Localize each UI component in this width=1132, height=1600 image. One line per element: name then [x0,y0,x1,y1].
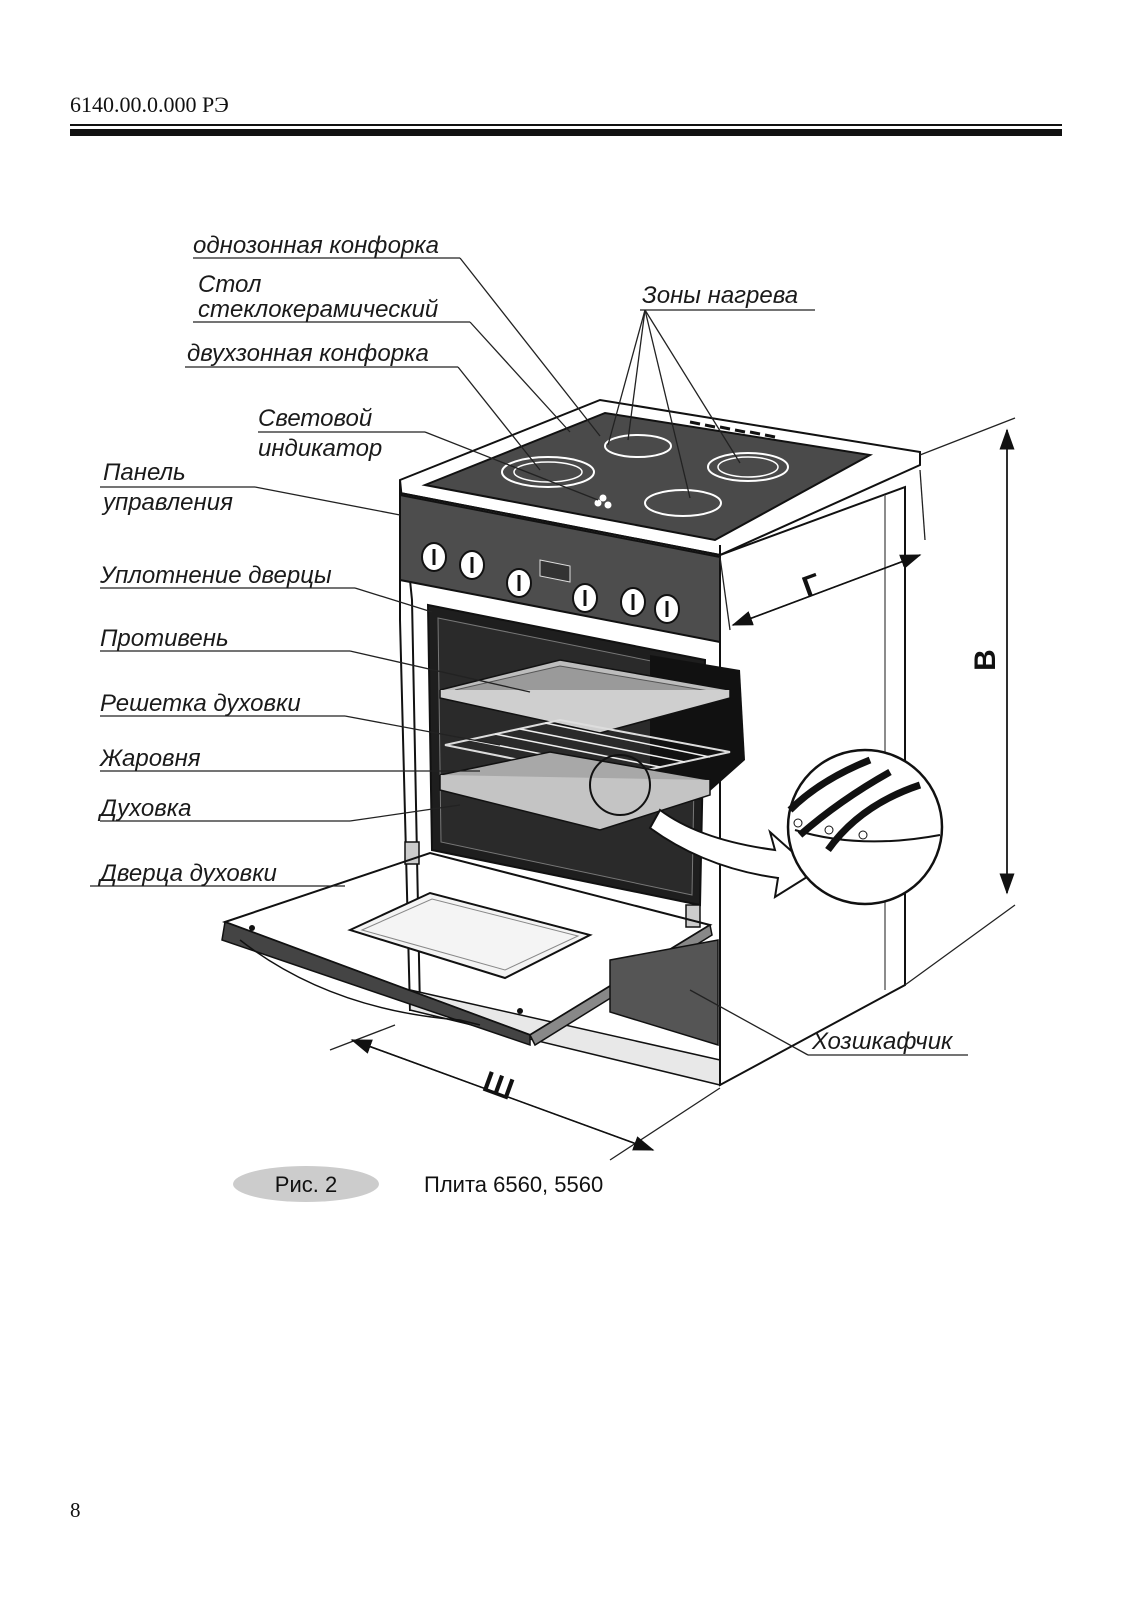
label-control-panel-2: управления [101,489,233,516]
label-glass-table-1: Стол [198,271,262,298]
stove-body [221,398,921,1087]
label-light-indicator-2: индикатор [258,435,382,462]
figure-title: Плита 6560, 5560 [424,1172,603,1197]
roasting-pan [439,751,711,831]
document-code: 6140.00.0.000 РЭ [70,92,229,117]
dimension-width-label: Ш [478,1065,518,1106]
page-number: 8 [70,1498,81,1522]
label-oven-rack: Решетка духовки [100,690,301,717]
header-rule-thin [70,124,1062,126]
vent-slots [689,420,776,439]
leader-lines [90,257,1016,1161]
label-single-zone-burner: однозонная конфорка [193,232,439,259]
figure-number-badge [233,1166,379,1202]
detail-magnifier [589,748,944,906]
label-door-seal: Уплотнение дверцы [99,562,332,589]
label-roasting-pan: Жаровня [99,745,201,772]
label-storage-drawer: Хозшкафчик [811,1028,954,1055]
burners [501,434,789,517]
header-rule-thick [70,129,1062,136]
label-light-indicator-1: Световой [258,405,372,432]
figure-number: Рис. 2 [275,1172,337,1197]
baking-tray [439,659,731,734]
dimension-height-label: В [969,649,1002,671]
label-heating-zones: Зоны нагрева [642,282,798,309]
label-dual-zone-burner: двухзонная конфорка [187,340,429,367]
label-control-panel-1: Панель [103,459,186,486]
label-baking-tray: Противень [100,625,229,652]
label-oven: Духовка [97,795,191,822]
label-glass-table-2: стеклокерамический [198,296,438,323]
label-oven-door: Дверца духовки [97,860,277,887]
control-knobs [421,542,680,624]
